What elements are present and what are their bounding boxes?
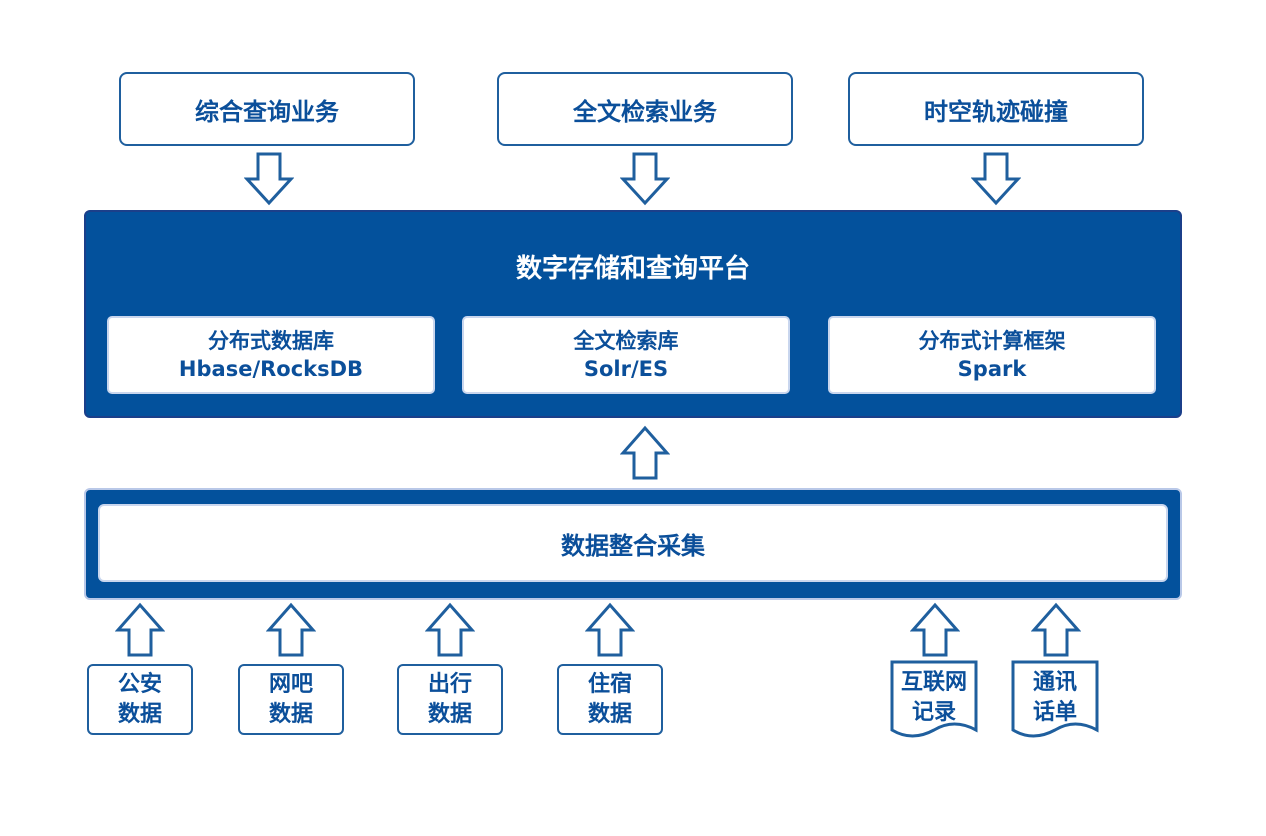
up-arrow-icon — [425, 602, 475, 657]
source-police-data: 公安 数据 — [87, 664, 193, 735]
component-tech: Hbase/RocksDB — [178, 357, 364, 381]
component-distributed-db: 分布式数据库 Hbase/RocksDB — [107, 316, 435, 394]
up-arrow-icon — [266, 602, 316, 657]
document-shape-icon — [890, 660, 978, 738]
source-label: 通讯 — [1032, 670, 1077, 695]
component-compute-framework: 分布式计算框架 Spark — [828, 316, 1156, 394]
service-box-fulltext: 全文检索业务 — [497, 72, 793, 146]
platform-title: 数字存储和查询平台 — [515, 254, 750, 284]
component-name: 全文检索库 — [573, 329, 679, 353]
source-label: 数据 — [427, 701, 472, 727]
integration-title: 数据整合采集 — [98, 504, 1168, 582]
up-arrow-icon — [910, 602, 960, 657]
source-label: 话单 — [1032, 700, 1077, 725]
source-label: 数据 — [587, 701, 632, 727]
source-label: 公安 — [117, 671, 162, 697]
source-label: 互联网 — [900, 670, 967, 695]
source-label: 网吧 — [268, 671, 313, 697]
storage-query-platform: 数字存储和查询平台 分布式数据库 Hbase/RocksDB 全文检索库 Sol… — [84, 210, 1182, 418]
source-label: 数据 — [268, 701, 313, 727]
source-label: 住宿 — [587, 671, 632, 697]
source-label: 出行 — [427, 671, 472, 697]
doc-source-call-records: 通讯 话单 — [1012, 668, 1098, 728]
doc-source-internet-records: 互联网 记录 — [891, 668, 977, 728]
up-arrow-icon — [585, 602, 635, 657]
document-shape-icon — [1011, 660, 1099, 738]
source-label: 记录 — [911, 700, 956, 725]
up-arrow-icon — [115, 602, 165, 657]
component-name: 分布式计算框架 — [918, 329, 1066, 353]
component-tech: Solr/ES — [583, 357, 669, 381]
down-arrow-icon — [620, 152, 670, 206]
down-arrow-icon — [971, 152, 1021, 206]
component-name: 分布式数据库 — [208, 329, 334, 353]
component-tech: Spark — [957, 357, 1027, 381]
up-arrow-icon — [620, 425, 670, 480]
component-fulltext-index: 全文检索库 Solr/ES — [462, 316, 790, 394]
down-arrow-icon — [244, 152, 294, 206]
source-netcafe-data: 网吧 数据 — [238, 664, 344, 735]
service-box-trajectory: 时空轨迹碰撞 — [848, 72, 1144, 146]
source-label: 数据 — [117, 701, 162, 727]
up-arrow-icon — [1031, 602, 1081, 657]
source-lodging-data: 住宿 数据 — [557, 664, 663, 735]
source-travel-data: 出行 数据 — [397, 664, 503, 735]
service-box-query: 综合查询业务 — [119, 72, 415, 146]
data-integration-layer: 数据整合采集 — [84, 488, 1182, 600]
